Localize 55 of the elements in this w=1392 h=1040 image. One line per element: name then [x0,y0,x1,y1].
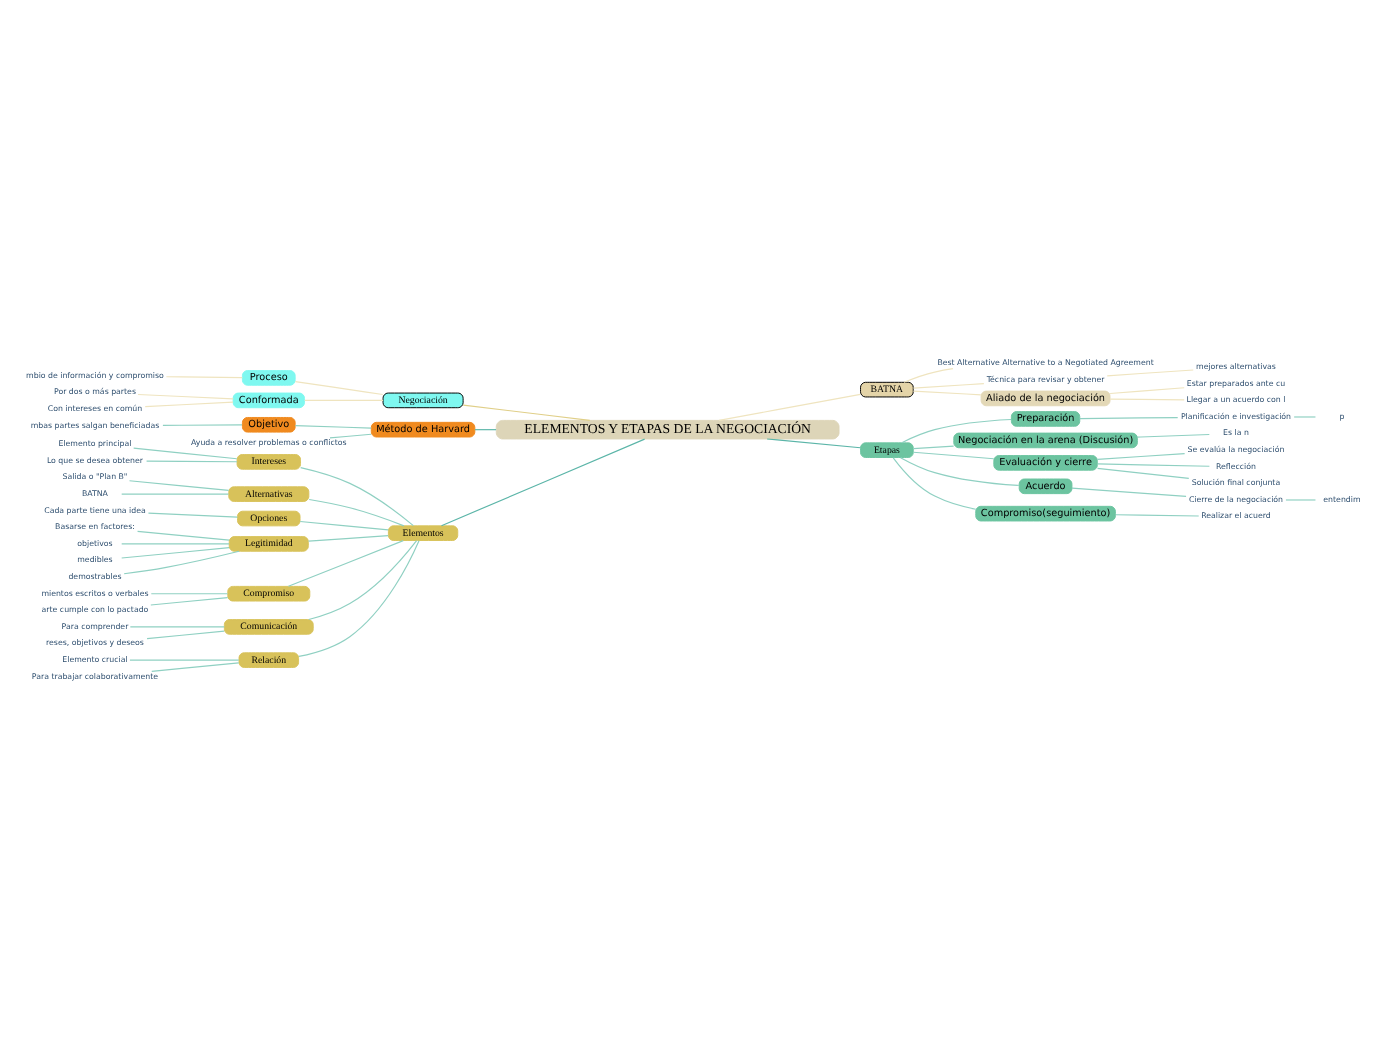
connector [129,626,225,628]
connector [1096,467,1190,479]
connector [912,390,982,396]
connector [123,550,240,575]
connector [1293,416,1317,418]
connector [462,404,591,421]
connector [1109,387,1185,395]
connector [146,630,225,640]
connector [294,425,372,429]
connector [1096,453,1186,461]
connector [121,493,230,495]
connector [1096,463,1210,467]
connector [144,401,234,408]
connector [766,438,861,449]
connector [1136,433,1210,438]
connector [298,540,420,658]
connector [146,460,238,463]
connector [1079,417,1179,420]
connector [150,593,229,595]
connector [912,383,985,389]
connector [892,457,977,510]
connector [151,662,240,672]
connector [287,540,404,587]
connector [912,445,955,450]
connector [137,393,234,400]
connector [1106,369,1194,377]
connector [299,520,389,531]
connector [912,451,995,460]
connector [133,447,238,460]
connector [304,399,384,401]
connector [150,597,229,606]
connector [901,418,1012,444]
connector [308,534,389,542]
connector [121,543,230,545]
connector [165,376,243,379]
connector [1285,499,1317,501]
connector [162,424,243,426]
connector [899,457,1020,487]
connector [903,368,954,383]
connector [128,480,230,491]
connector [1115,514,1200,517]
connector [129,659,240,661]
connector [121,547,230,559]
connector [474,429,497,431]
connector [294,381,384,396]
connector [300,467,414,527]
connector [718,393,862,421]
connector [1109,398,1185,401]
connector [308,498,405,527]
connector [136,530,230,541]
connector [147,512,238,518]
connector [329,433,372,439]
connector [440,438,646,527]
connector [308,539,418,621]
connector [1071,487,1187,497]
